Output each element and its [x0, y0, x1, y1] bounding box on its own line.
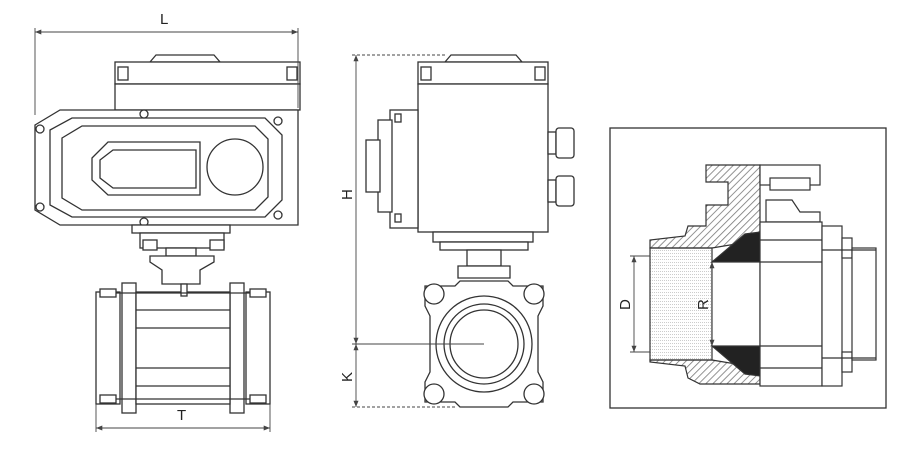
dimension-lines: [34, 28, 715, 432]
side-actuator: [365, 54, 549, 233]
section-view: [609, 127, 887, 409]
indicator-window: [206, 138, 264, 196]
side-view: [365, 54, 575, 408]
side-valve-flange: [423, 280, 545, 408]
section-body-lower: [649, 359, 761, 385]
dim-label-body-length: T: [177, 407, 186, 424]
mounting-coupling: [131, 224, 231, 285]
section-body-right: [759, 221, 823, 387]
valve-body-front: [95, 282, 271, 414]
front-view: [34, 54, 301, 414]
bore: [711, 261, 761, 347]
dim-label-port-diameter: D: [617, 299, 634, 310]
section-end-cap: [821, 225, 843, 387]
dim-label-bore: R: [695, 299, 712, 310]
side-coupling: [432, 231, 534, 279]
dim-label-length: L: [160, 11, 168, 28]
actuator-top-cap: [114, 54, 301, 111]
cable-glands: [547, 127, 575, 207]
dim-label-offset: K: [339, 372, 356, 382]
dim-label-height: H: [339, 189, 356, 200]
actuator-housing: [34, 109, 299, 227]
